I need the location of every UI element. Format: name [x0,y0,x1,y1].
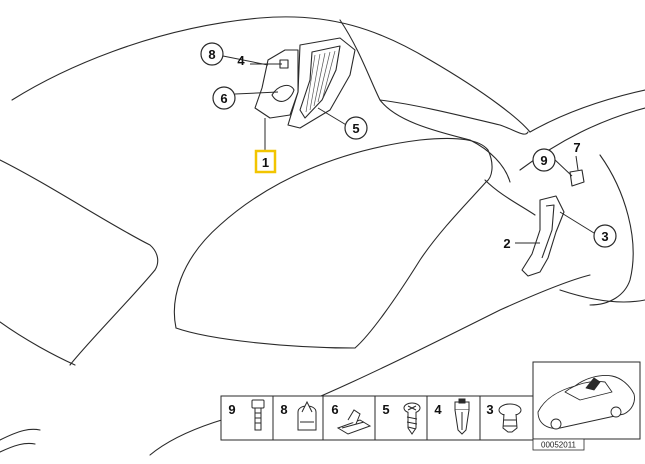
roof-line [11,16,531,133]
sill-right [559,289,645,303]
rear-roof-line [529,89,645,133]
callout-5[interactable]: 5 [344,116,368,140]
door-lower [299,274,591,406]
door-frame-upper [379,99,529,135]
lower-pillar-trim [521,169,585,277]
leader-7 [575,155,579,171]
windshield-edge [0,159,159,271]
clip-7 [569,169,585,187]
callout-2[interactable]: 2 [503,236,510,251]
legend-item-8[interactable]: 8 [280,400,317,431]
callout-4[interactable]: 4 [237,53,245,68]
clip-nut-icon [297,400,317,431]
diagram-id-label: 00052011 [541,441,577,450]
legend-item-9[interactable]: 9 [228,399,265,431]
legend-number-8: 8 [280,402,287,417]
bottom-left-curve [0,428,41,441]
callout-1-highlighted[interactable]: 1 [254,149,277,174]
leader-lines [222,55,595,244]
pillar-trim-body [254,49,299,119]
side-window [173,137,493,349]
leader-5 [317,107,349,127]
push-rivet-icon [498,403,522,433]
legend-number-3: 3 [486,402,493,417]
callout-6[interactable]: 6 [212,86,236,110]
callout-8-label: 8 [208,47,215,62]
leader-9 [552,157,573,177]
bottom-left-curve2 [0,442,36,453]
legend-item-3[interactable]: 3 [486,402,522,433]
pillar-trim-2 [521,195,565,277]
callout-6-label: 6 [220,91,227,106]
vehicle-overview-thumbnail[interactable]: 00052011 [532,361,641,451]
callout-7[interactable]: 7 [573,140,580,155]
speaker-grille-lines [305,50,336,113]
callout-9[interactable]: 9 [532,148,556,172]
leader-6 [234,91,279,95]
legend-number-9: 9 [228,402,235,417]
door-frame-top [339,19,511,183]
callout-9-label: 9 [540,153,547,168]
highlight-box [254,149,277,174]
bolt-icon [251,399,265,431]
leader-3 [559,211,595,234]
legend-item-5[interactable]: 5 [382,402,421,435]
window-bottom [175,327,356,349]
pillar-trim-cutout [271,84,295,102]
hardware-legend: 9 8 6 [220,395,534,441]
callout-3-label: 3 [601,229,608,244]
dash-line [0,321,76,366]
mounting-plate-icon [336,409,372,435]
callout-8[interactable]: 8 [200,42,224,66]
speaker-grille [299,45,341,119]
callout-5-label: 5 [352,121,359,136]
callout-3[interactable]: 3 [593,224,617,248]
legend-number-6: 6 [331,402,338,417]
pillar-trim-2-inner [541,204,555,259]
callout-4-label: 4 [237,53,245,68]
expanding-nut-icon [454,398,470,435]
car-thumbnail-icon [537,375,635,430]
legend-item-6[interactable]: 6 [331,402,372,435]
callout-7-label: 7 [573,140,580,155]
screw-icon [403,402,421,435]
b-pillar-outer [484,179,536,216]
callout-1-label: 1 [262,155,269,170]
callout-2-label: 2 [503,236,510,251]
diagram-id-box [532,438,585,451]
upper-pillar-trim [254,37,356,129]
legend-number-5: 5 [382,402,389,417]
legend-item-4[interactable]: 4 [434,398,470,435]
hood-line [69,269,156,366]
legend-number-4: 4 [434,402,442,417]
